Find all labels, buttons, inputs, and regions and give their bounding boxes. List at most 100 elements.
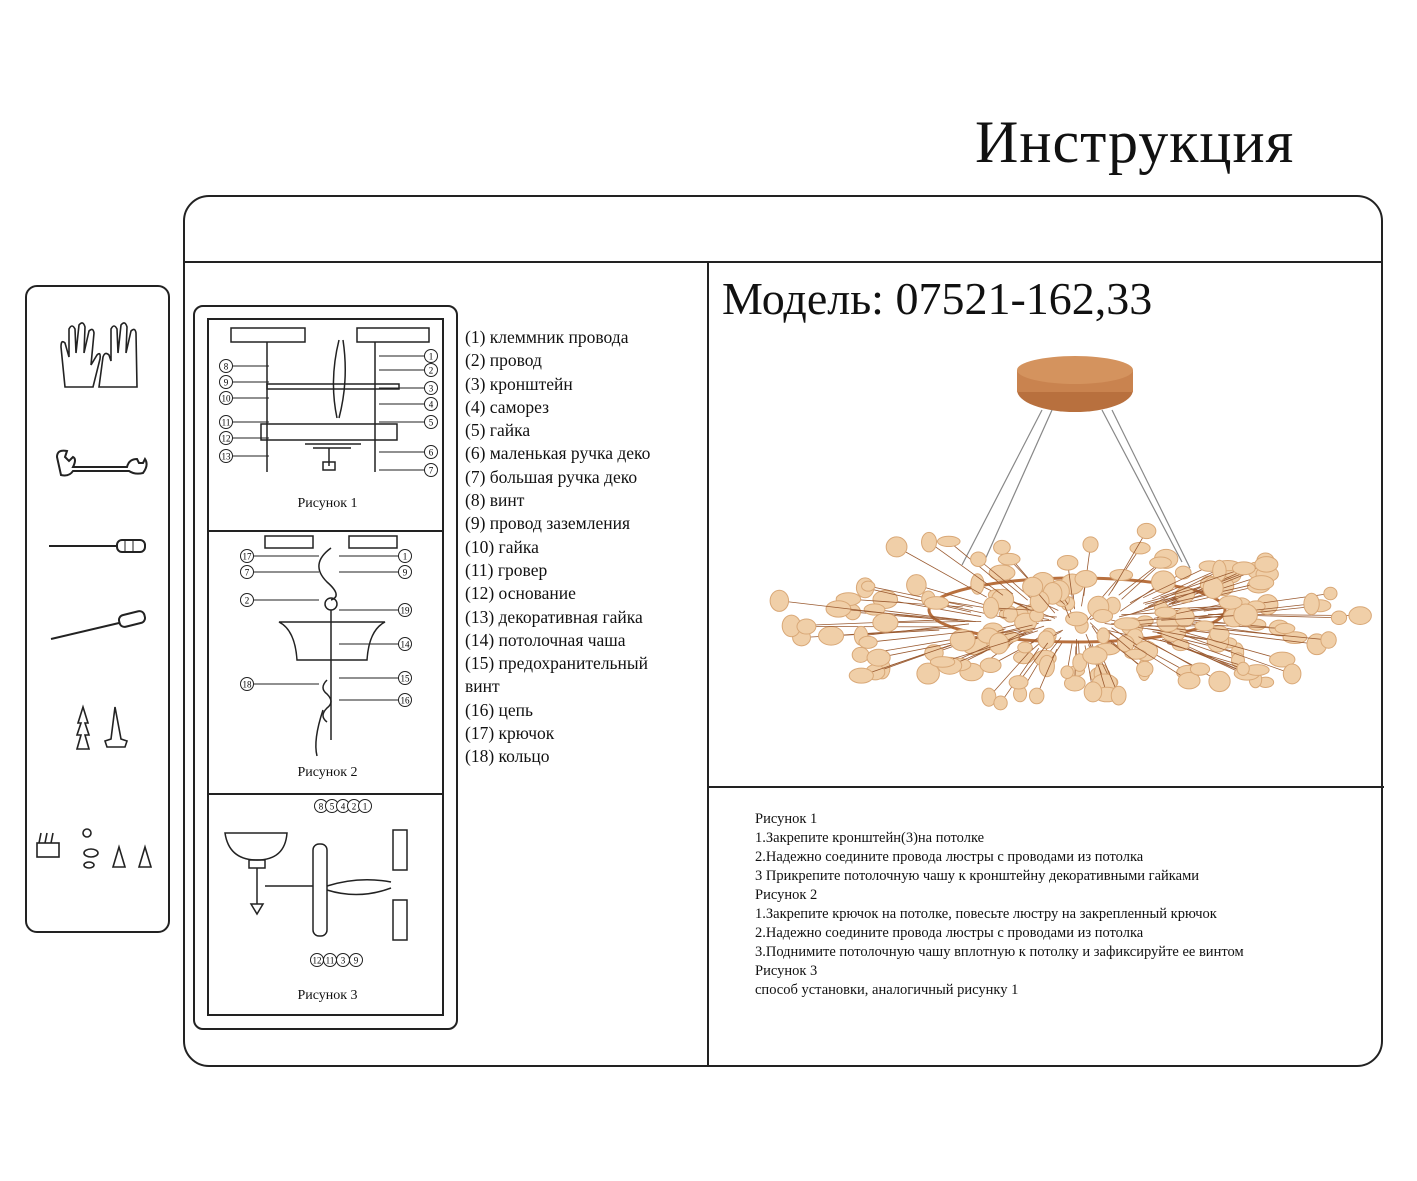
leaf-light xyxy=(1092,608,1114,623)
callout-label: 10 xyxy=(219,391,269,405)
leaf-light xyxy=(988,564,1016,581)
leaf-light xyxy=(1174,565,1192,580)
gloves-icon xyxy=(60,322,138,388)
svg-text:2: 2 xyxy=(352,802,357,812)
svg-text:11: 11 xyxy=(222,418,231,428)
leaf-light xyxy=(848,667,874,684)
leaf-light xyxy=(872,612,899,633)
figures-panel xyxy=(193,305,458,1030)
callout-label: 13 xyxy=(219,449,269,463)
leaf-light xyxy=(1113,617,1141,631)
leaf-light xyxy=(1065,611,1089,627)
svg-text:5: 5 xyxy=(330,802,335,812)
callout-label: 4 xyxy=(379,397,438,411)
svg-text:1: 1 xyxy=(429,352,434,362)
leaf-light xyxy=(979,657,1002,673)
svg-text:16: 16 xyxy=(401,696,411,706)
svg-text:7: 7 xyxy=(245,568,250,578)
part-item: (5) гайка xyxy=(465,420,531,441)
callout-label: 2 xyxy=(240,593,319,607)
leaf-light xyxy=(916,662,940,685)
step-item: 2.Надежно соедините провода люстры с про… xyxy=(755,849,1144,865)
leaf-light xyxy=(1082,646,1108,665)
callout-label: 14 xyxy=(339,637,412,651)
callout-label: 19 xyxy=(339,603,412,617)
leaf-light xyxy=(1202,576,1224,599)
page-title: Инструкция xyxy=(975,109,1295,175)
leaf-cluster xyxy=(769,522,1372,711)
svg-text:3: 3 xyxy=(429,384,434,394)
leaf-light xyxy=(1074,570,1098,588)
leaf-light xyxy=(1110,685,1127,706)
part-item: (18) кольцо xyxy=(465,746,550,767)
main-frame xyxy=(183,195,1383,1067)
part-item: (1) клеммник провода xyxy=(465,327,629,347)
leaf-light xyxy=(1017,641,1033,654)
svg-text:7: 7 xyxy=(429,466,434,476)
leaf-light xyxy=(796,618,817,635)
tools-icons xyxy=(36,322,153,869)
divider xyxy=(707,262,709,1067)
leaf-light xyxy=(851,646,870,663)
leaf-light xyxy=(1208,670,1231,693)
leaf-light xyxy=(1154,606,1177,619)
leaf-light xyxy=(921,531,938,553)
callout-label: 9 xyxy=(219,375,269,389)
svg-text:8: 8 xyxy=(319,802,324,812)
part-item: (11) гровер xyxy=(465,559,548,580)
svg-text:5: 5 xyxy=(429,418,434,428)
leaf-light xyxy=(1189,662,1211,676)
leaf-light xyxy=(970,551,987,567)
leaf-light xyxy=(993,539,1011,555)
step-item: 3.Поднимите потолочную чашу вплотную к п… xyxy=(755,944,1244,960)
svg-text:18: 18 xyxy=(243,680,253,690)
part-item: (10) гайка xyxy=(465,536,539,557)
callout-label: 3 xyxy=(336,953,350,967)
leaf-light xyxy=(906,574,927,596)
part-item: (17) крючок xyxy=(465,723,555,744)
step-item: 1.Закрепите крючок на потолке, повесьте … xyxy=(755,906,1217,922)
leaf-light xyxy=(993,695,1008,711)
part-item: (2) провод xyxy=(465,350,542,371)
leaf-light xyxy=(769,589,790,612)
leaf-light xyxy=(949,628,976,652)
leaf-light xyxy=(1060,665,1074,679)
svg-text:6: 6 xyxy=(429,448,434,458)
leaf-light xyxy=(1136,660,1154,678)
leaf-light xyxy=(818,626,845,646)
part-item: (7) большая ручка деко xyxy=(465,466,638,487)
divider xyxy=(209,793,442,795)
figure-3-diagram xyxy=(224,829,408,941)
callout-label: 11 xyxy=(323,953,337,967)
ceiling-canopy xyxy=(1017,356,1133,412)
leaf-light xyxy=(1231,561,1256,576)
leaf-light xyxy=(1282,663,1302,685)
callout-label: 16 xyxy=(339,693,412,707)
svg-text:14: 14 xyxy=(401,640,411,650)
wrench-icon xyxy=(55,449,148,477)
callout-label: 8 xyxy=(219,359,269,373)
divider xyxy=(708,786,1384,788)
leaf-light xyxy=(1129,541,1151,555)
figure-3-caption: Рисунок 3 xyxy=(297,988,358,1003)
part-item: (14) потолочная чаша xyxy=(465,629,626,650)
part-item: (13) декоративная гайка xyxy=(465,606,643,627)
leaf-light xyxy=(936,535,961,548)
leaf-light xyxy=(1028,687,1045,705)
svg-text:2: 2 xyxy=(245,596,250,606)
leaf-light xyxy=(997,552,1021,566)
leaf-light xyxy=(1248,575,1275,591)
terminal-connectors-icon xyxy=(36,828,153,869)
leaf-light xyxy=(1218,595,1243,610)
callout-label: 3 xyxy=(379,381,438,395)
suspension-wires xyxy=(961,409,1191,569)
flat-screwdriver-icon xyxy=(49,539,146,553)
callout-label: 9 xyxy=(339,565,412,579)
figure-1-diagram xyxy=(230,327,430,472)
part-item: винт xyxy=(465,676,500,697)
callout-label: 15 xyxy=(339,671,412,685)
svg-text:12: 12 xyxy=(222,434,231,444)
leaf-light xyxy=(981,687,997,707)
leaf-light xyxy=(861,580,876,592)
